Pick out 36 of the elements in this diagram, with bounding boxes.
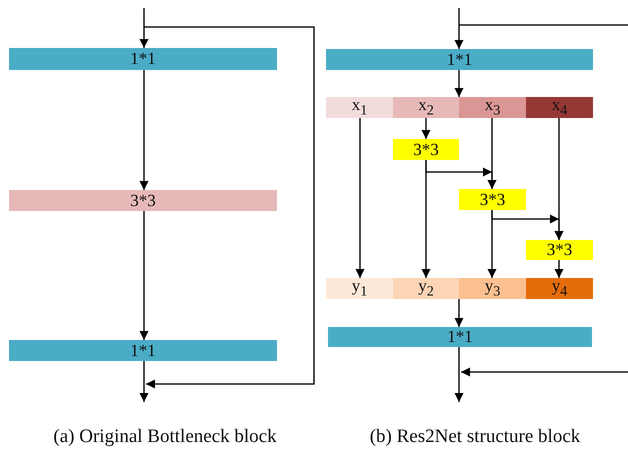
node-label: y$_{1}$ — [352, 276, 368, 300]
conv-box — [526, 240, 593, 260]
node-label: 1*1 — [130, 50, 156, 68]
feature-segment — [326, 278, 393, 299]
feature-segment — [393, 97, 459, 118]
feature-segment — [459, 278, 526, 299]
feature-split-bar — [326, 97, 593, 118]
conv-bar — [9, 190, 277, 211]
conv-box — [459, 189, 526, 210]
feature-segment — [526, 278, 593, 299]
node-label: 3*3 — [130, 192, 156, 210]
conv-bar — [9, 48, 277, 70]
node-label: 3*3 — [413, 140, 439, 158]
node-label: 1*1 — [130, 342, 156, 360]
panel-caption: (b) Res2Net structure block — [370, 426, 580, 448]
node-label: 3*3 — [546, 241, 572, 259]
node-label: 1*1 — [447, 328, 473, 346]
node-label: x$_{2}$ — [418, 96, 434, 120]
node-label: x$_{3}$ — [484, 96, 500, 120]
node-label: y$_{4}$ — [552, 276, 568, 300]
feature-segment — [326, 97, 393, 118]
feature-segment — [526, 97, 593, 118]
conv-bar — [328, 327, 592, 347]
feature-merge-bar — [326, 278, 593, 299]
node-label: x$_{1}$ — [352, 96, 368, 120]
feature-segment — [459, 97, 526, 118]
node-label: 1*1 — [446, 50, 472, 68]
conv-bar — [9, 340, 277, 361]
feature-segment — [393, 278, 459, 299]
conv-box — [393, 139, 459, 160]
node-label: y$_{3}$ — [484, 276, 500, 300]
conv-bar — [326, 49, 593, 70]
node-label: x$_{4}$ — [552, 96, 568, 120]
node-label: 3*3 — [480, 190, 506, 208]
panel-caption: (a) Original Bottleneck block — [53, 426, 277, 448]
node-label: y$_{2}$ — [418, 276, 434, 300]
